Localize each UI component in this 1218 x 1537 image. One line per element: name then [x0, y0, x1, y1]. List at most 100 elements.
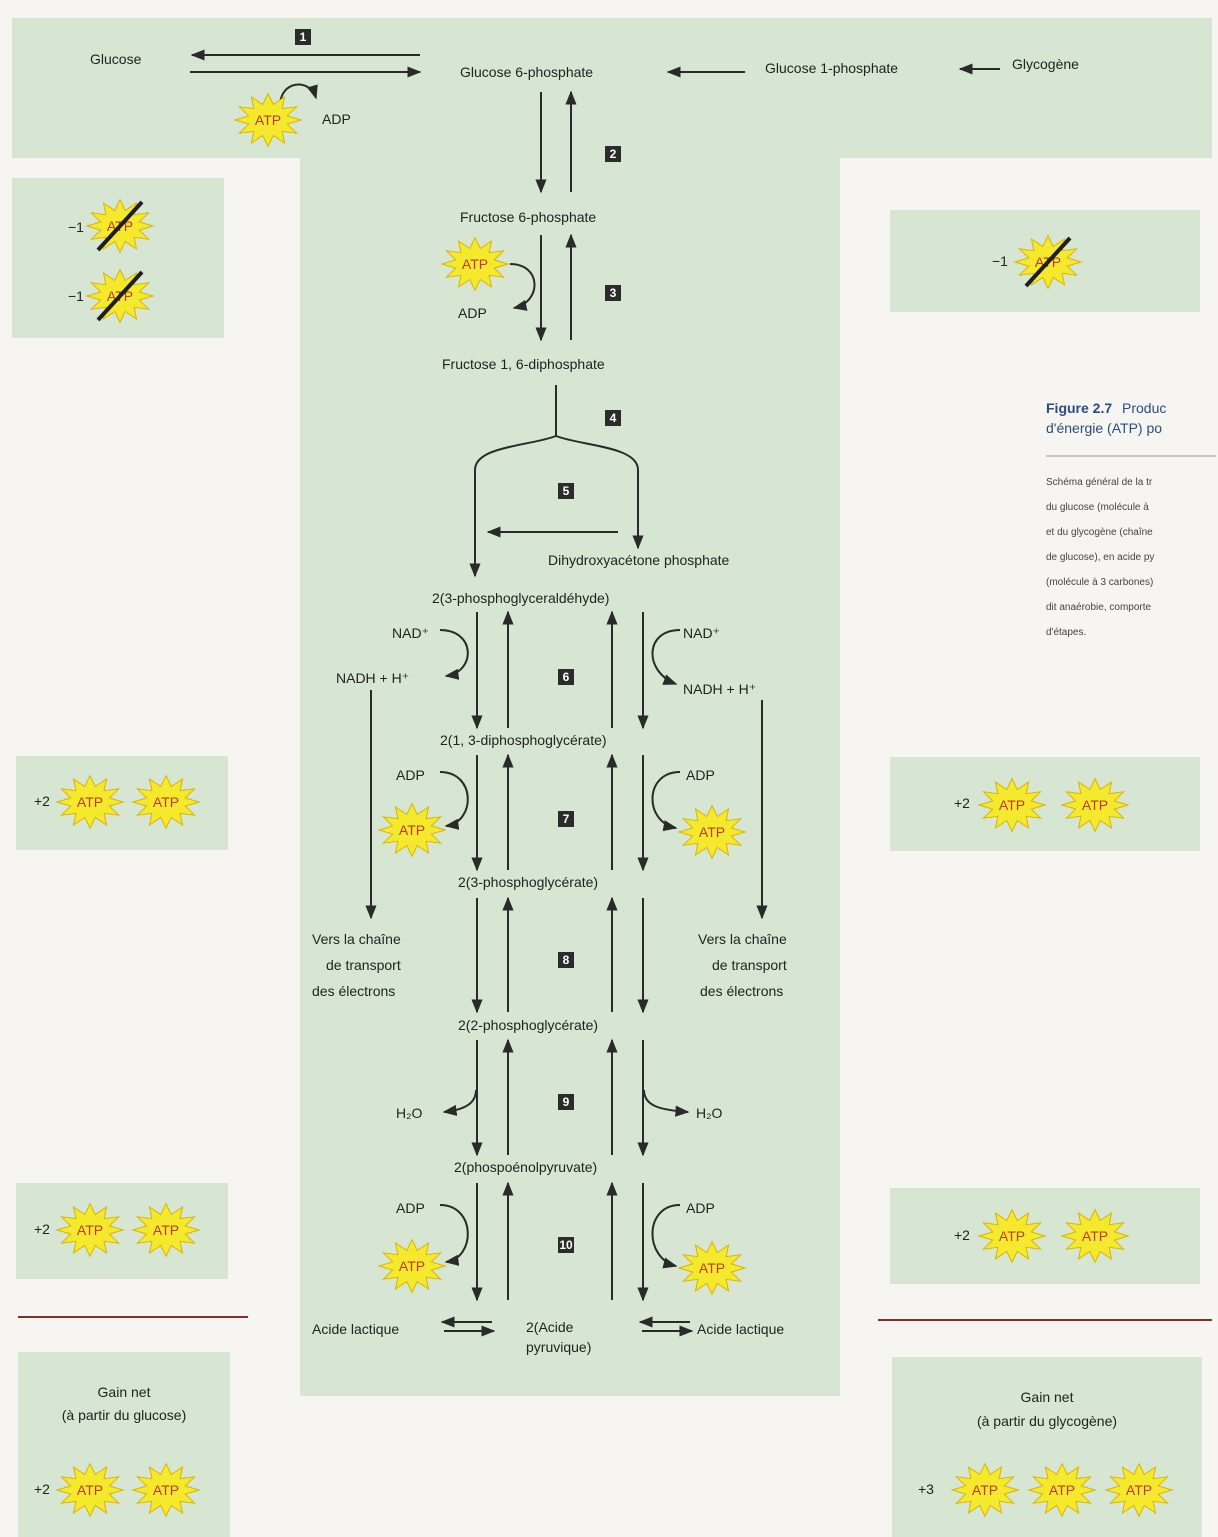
- net-left-line1: Gain net: [98, 1384, 151, 1400]
- atp-label: ATP: [77, 794, 103, 810]
- count-plus2-right-10: +2: [954, 1227, 970, 1243]
- label-lactic-acid-left: Acide lactique: [312, 1321, 399, 1337]
- atp-star-shape: [977, 777, 1047, 833]
- label-adp-step7-left: ADP: [396, 767, 425, 783]
- atp-star-shape: [440, 236, 510, 292]
- atp-step7-left: ATP: [377, 802, 447, 858]
- atp-cost-right: ATP: [1013, 234, 1083, 290]
- label-nadh-right: NADH + H⁺: [683, 681, 756, 697]
- label-glucose-1-phosphate: Glucose 1-phosphate: [765, 60, 898, 76]
- atp-label: ATP: [255, 112, 281, 128]
- atp-gain10-left-a: ATP: [55, 1202, 125, 1258]
- atp-gain7-left-b: ATP: [131, 774, 201, 830]
- label-3-phosphoglycerate: 2(3-phosphoglycérate): [458, 874, 598, 890]
- label-adp-step10-right: ADP: [686, 1200, 715, 1216]
- atp-star-shape: [55, 1202, 125, 1258]
- label-nad-left: NAD⁺: [392, 625, 429, 641]
- top-arrows: [190, 49, 1000, 107]
- label-pyruvic-acid-line2: pyruvique): [526, 1339, 591, 1355]
- step-box-10: 10: [558, 1237, 574, 1253]
- atp-star-shape: [977, 1208, 1047, 1264]
- atp-star-shape: [55, 1462, 125, 1518]
- label-lactic-acid-right: Acide lactique: [697, 1321, 784, 1337]
- count-net-right: +3: [918, 1481, 934, 1497]
- arrow-adp-to-atp-step7-left: [439, 771, 469, 830]
- right-gain-box-7: [890, 757, 1200, 851]
- atp-step10-right: ATP: [677, 1240, 747, 1296]
- atp-label: ATP: [77, 1222, 103, 1238]
- count-minus1-right: −1: [992, 253, 1008, 269]
- atp-gain10-right-a: ATP: [977, 1208, 1047, 1264]
- atp-label: ATP: [399, 822, 425, 838]
- label-nad-right: NAD⁺: [683, 625, 720, 641]
- atp-gain7-right-b: ATP: [1060, 777, 1130, 833]
- arrows-lactate: [440, 1316, 694, 1337]
- label-adp-step1: ADP: [322, 111, 351, 127]
- label-pyruvic-acid-line1: 2(Acide: [526, 1319, 574, 1335]
- step-box-1: 1: [295, 29, 311, 45]
- atp-star-shape: [131, 1202, 201, 1258]
- atp-label: ATP: [699, 1260, 725, 1276]
- atp-star-shape: [1104, 1462, 1174, 1518]
- atp-label: ATP: [153, 1222, 179, 1238]
- step-box-3: 3: [605, 285, 621, 301]
- label-etc-right-1: Vers la chaîne: [698, 931, 787, 947]
- figure-title-line2: d'énergie (ATP) po: [1046, 420, 1162, 436]
- atp-cancel-slash: [1024, 236, 1072, 288]
- label-1-3-diphosphoglycerate: 2(1, 3-diphosphoglycérate): [440, 732, 607, 748]
- caption-body-5: dit anaérobie, comporte: [1046, 602, 1152, 613]
- caption-body-2: et du glycogène (chaîne: [1046, 527, 1153, 538]
- label-fructose-6-phosphate: Fructose 6-phosphate: [460, 209, 596, 225]
- label-glucose-6-phosphate: Glucose 6-phosphate: [460, 64, 593, 80]
- atp-label: ATP: [999, 1228, 1025, 1244]
- step-box-square: [558, 1094, 574, 1110]
- step-box-square: [558, 669, 574, 685]
- arrow-adp-to-atp-step10-right: [651, 1204, 681, 1269]
- atp-label: ATP: [972, 1482, 998, 1498]
- count-plus2-left-7: +2: [34, 793, 50, 809]
- caption-body-0: Schéma général de la tr: [1046, 477, 1153, 488]
- arrow-step4-split: [474, 434, 644, 576]
- step-box-9: 9: [558, 1094, 574, 1110]
- label-etc-left-1: Vers la chaîne: [312, 931, 401, 947]
- step-box-square: [605, 146, 621, 162]
- atp-net-left-b: ATP: [131, 1462, 201, 1518]
- arrow-h2o-right: [643, 1089, 690, 1117]
- caption-body-1: du glucose (molécule à: [1046, 502, 1149, 513]
- atp-label: ATP: [699, 824, 725, 840]
- atp-star-shape: [1060, 1208, 1130, 1264]
- step-box-square: [558, 811, 574, 827]
- label-h2o-right: H₂O: [696, 1105, 723, 1121]
- label-adp-step7-right: ADP: [686, 767, 715, 783]
- atp-label: ATP: [1126, 1482, 1152, 1498]
- label-etc-right-3: des électrons: [700, 983, 783, 999]
- label-adp-step3: ADP: [458, 305, 487, 321]
- atp-star-shape: [377, 1238, 447, 1294]
- atp-gain10-left-b: ATP: [131, 1202, 201, 1258]
- atp-net-right-a: ATP: [950, 1462, 1020, 1518]
- atp-star-shape: [131, 774, 201, 830]
- atp-star-shape: [131, 1462, 201, 1518]
- step-number: 2: [610, 147, 617, 161]
- step-box-6: 6: [558, 669, 574, 685]
- label-etc-left-2: de transport: [326, 957, 401, 973]
- atp-label: ATP: [1082, 1228, 1108, 1244]
- step-box-4: 4: [605, 410, 621, 426]
- arrows-steps-4-5: Dihydroxyacétone phosphate 2(3-phosphogl…: [432, 385, 730, 606]
- count-net-left: +2: [34, 1481, 50, 1497]
- figure-number: Figure 2.7: [1046, 400, 1112, 416]
- step-number: 6: [563, 670, 570, 684]
- panels: [12, 18, 1212, 1537]
- atp-step7-right: ATP: [677, 804, 747, 860]
- arrow-h2o-left: [442, 1089, 477, 1116]
- arrows-steps-2-3: Fructose 6-phosphate ADP Fructose 1, 6-d…: [442, 90, 605, 372]
- step-number: 10: [559, 1238, 573, 1252]
- step-box-square: [605, 410, 621, 426]
- atp-label: ATP: [153, 794, 179, 810]
- label-nadh-left: NADH + H⁺: [336, 670, 409, 686]
- count-plus2-right-7: +2: [954, 795, 970, 811]
- arrow-adp-to-atp-step10-left: [439, 1204, 469, 1266]
- label-3-phosphoglyceraldehyde: 2(3-phosphoglyceraldéhyde): [432, 590, 609, 606]
